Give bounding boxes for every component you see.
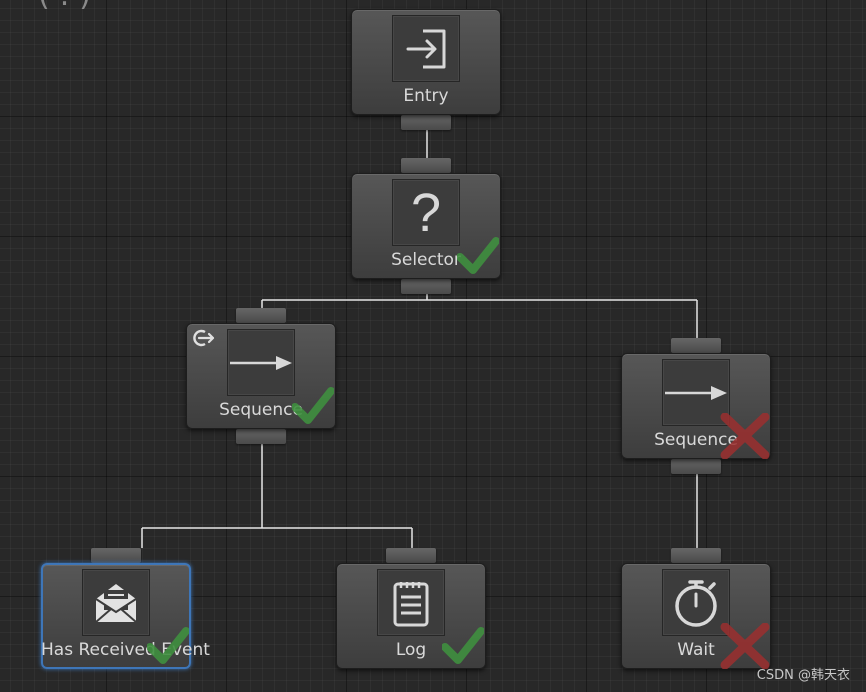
success-check-icon <box>292 387 334 424</box>
input-port[interactable] <box>671 338 721 353</box>
arrow-right-icon <box>662 359 730 426</box>
node-label: Sequence <box>654 430 738 450</box>
success-check-icon <box>442 627 484 664</box>
wire-sequence-children <box>141 443 413 548</box>
node-label: Log <box>395 640 427 660</box>
conditional-abort-icon <box>193 329 215 347</box>
envelope-icon <box>82 569 150 636</box>
input-port[interactable] <box>91 548 141 563</box>
output-port[interactable] <box>671 459 721 474</box>
input-port[interactable] <box>401 158 451 173</box>
log-node[interactable]: Log <box>336 548 486 669</box>
output-port[interactable] <box>401 115 451 130</box>
failure-x-icon <box>720 413 770 459</box>
failure-x-icon <box>720 623 770 669</box>
clipboard-icon <box>377 569 445 636</box>
stopwatch-icon <box>662 569 730 636</box>
entry-icon <box>392 15 460 82</box>
has-received-event-node[interactable]: Has Received Event <box>41 548 210 669</box>
input-port[interactable] <box>386 548 436 563</box>
input-port[interactable] <box>671 548 721 563</box>
input-port[interactable] <box>236 308 286 323</box>
arrow-right-icon <box>227 329 295 396</box>
partial-header-glyph: (.) <box>38 0 101 13</box>
node-label: Selector <box>391 250 461 270</box>
success-check-icon <box>457 237 499 274</box>
wait-node[interactable]: Wait <box>621 548 771 669</box>
success-check-icon <box>147 627 189 664</box>
selector-node[interactable]: ? Selector <box>351 158 501 294</box>
output-port[interactable] <box>401 279 451 294</box>
node-label: Sequence <box>219 400 303 420</box>
watermark: CSDN @韩天衣 <box>756 668 850 683</box>
entry-node[interactable]: Entry <box>351 9 501 130</box>
question-icon: ? <box>392 179 460 246</box>
output-port[interactable] <box>236 429 286 444</box>
sequence-node-left[interactable]: Sequence <box>186 308 336 444</box>
node-label: Entry <box>403 86 449 106</box>
sequence-node-right[interactable]: Sequence <box>621 338 771 474</box>
node-label: Wait <box>677 640 715 660</box>
